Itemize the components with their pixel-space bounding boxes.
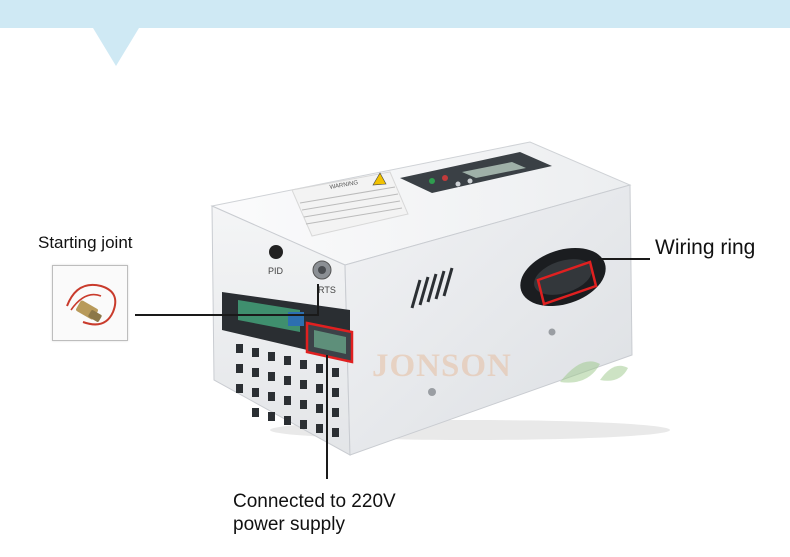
rts-label: RTS: [318, 285, 336, 295]
screw: [548, 328, 556, 336]
power-supply-label-line1: Connected to 220V: [233, 491, 396, 512]
control-panel-display: [462, 162, 526, 178]
screw: [428, 388, 436, 396]
starting-joint-label: Starting joint: [38, 233, 133, 252]
watermark-text: JONSON: [372, 348, 512, 384]
panel-button: [455, 181, 461, 187]
sticker-line: [303, 200, 401, 218]
panel-button: [467, 178, 473, 184]
pid-port: [269, 245, 283, 259]
panel-button-green: [429, 178, 435, 184]
banner-notch: [93, 28, 139, 66]
starting-joint-thumbnail: [52, 265, 128, 341]
side-vent-louvers: [410, 267, 454, 309]
starting-joint-leader-line-vertical: [317, 284, 319, 316]
sticker-line: [301, 193, 399, 211]
wiring-ring-leader-line: [598, 258, 650, 260]
starting-joint-cable-image: [66, 284, 117, 326]
watermark-leaf-icon: [560, 361, 628, 383]
power-supply-label: Connected to 220V power supply: [233, 490, 396, 536]
warning-sticker: [291, 171, 409, 237]
power-supply-label-line2: power supply: [233, 514, 345, 535]
starting-joint-leader-line: [135, 314, 318, 316]
front-vent-grid: [236, 344, 339, 437]
top-banner-band: [0, 0, 790, 28]
wiring-ring-label: Wiring ring: [655, 236, 756, 259]
wiring-ring: [520, 247, 606, 307]
sticker-line: [299, 186, 396, 204]
sticker-line: [305, 207, 403, 225]
rts-connector-center: [318, 266, 326, 274]
warning-text: WARNING: [329, 180, 359, 191]
power-supply-leader-line: [326, 355, 328, 479]
pid-label: PID: [268, 266, 284, 276]
panel-button-red: [442, 175, 448, 181]
warning-triangle-icon: [372, 172, 387, 186]
circuit-board: [238, 300, 300, 332]
terminal-block: [314, 330, 346, 354]
